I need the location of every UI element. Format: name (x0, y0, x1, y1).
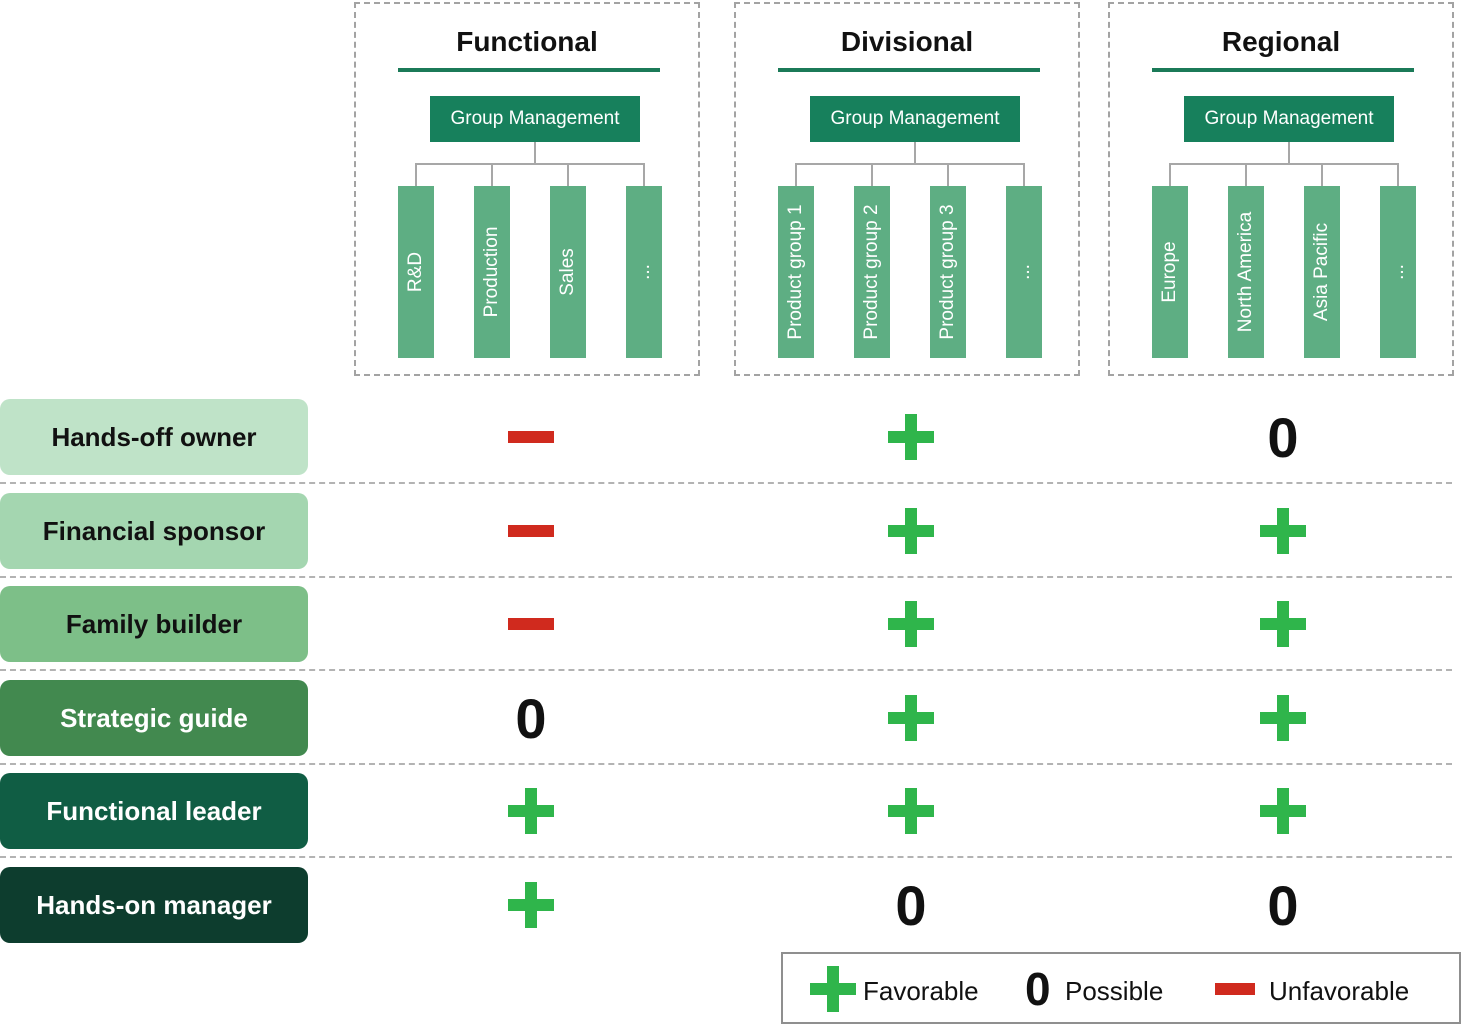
owner-type-label: Strategic guide (0, 680, 308, 756)
group-management-box: Group Management (810, 96, 1020, 142)
unit-label: R&D (405, 251, 426, 293)
connector-line (567, 163, 569, 187)
minus-icon (1211, 959, 1271, 1019)
connector-line (795, 163, 1025, 165)
legend-unfavorable-label: Unfavorable (1269, 976, 1410, 1006)
unit-box: Production (474, 186, 510, 358)
unit-label: ... (633, 264, 654, 280)
structure-title: Functional (456, 26, 598, 57)
favorable-plus-icon (881, 594, 941, 654)
possible-zero-mark: 0 (1253, 405, 1313, 469)
row-divider (0, 763, 1452, 765)
favorable-plus-icon (1253, 781, 1313, 841)
favorable-plus-icon (501, 875, 561, 935)
zero-symbol: 0 (1267, 405, 1299, 469)
favorable-plus-icon (881, 407, 941, 467)
connector-line (1321, 163, 1323, 187)
connector-line (914, 142, 916, 164)
favorable-plus-icon (881, 781, 941, 841)
structure-title: Regional (1221, 26, 1341, 57)
owner-type-label: Family builder (0, 586, 308, 662)
connector-line (491, 163, 493, 187)
possible-zero-mark: 0 (881, 873, 941, 937)
favorable-plus-icon (501, 781, 561, 841)
unit-label: Product group 3 (937, 204, 958, 340)
connector-line (947, 163, 949, 187)
possible-zero-mark: 0 (1253, 873, 1313, 937)
unit-label: Europe (1159, 241, 1180, 303)
zero-symbol: 0 (515, 686, 547, 750)
possible-zero-mark: 0 (501, 686, 561, 750)
zero-symbol: 0 (895, 873, 927, 937)
unit-label: ... (1387, 264, 1408, 280)
plus-icon (803, 959, 863, 1019)
unit-box: ... (1380, 186, 1416, 358)
connector-line (415, 163, 645, 165)
owner-type-label: Hands-off owner (0, 399, 308, 475)
connector-line (1397, 163, 1399, 187)
legend-favorable-label: Favorable (863, 976, 979, 1006)
unit-label: Production (481, 226, 502, 318)
group-management-box: Group Management (1184, 96, 1394, 142)
unit-box: ... (626, 186, 662, 358)
unit-box: Sales (550, 186, 586, 358)
zero-symbol: 0 (1025, 963, 1051, 1015)
structure-title: Divisional (840, 26, 974, 57)
owner-type-label: Hands-on manager (0, 867, 308, 943)
row-divider (0, 669, 1452, 671)
favorable-plus-icon (1253, 688, 1313, 748)
connector-line (1169, 163, 1399, 165)
owner-type-label: Functional leader (0, 773, 308, 849)
row-divider (0, 856, 1452, 858)
legend: Favorable 0 Possible Unfavorable (781, 952, 1461, 1024)
connector-line (643, 163, 645, 187)
title-rule (1152, 68, 1414, 72)
row-divider (0, 482, 1452, 484)
unit-label: North America (1235, 211, 1256, 333)
unfavorable-minus-icon (501, 407, 561, 467)
unit-label: Asia Pacific (1311, 222, 1332, 322)
favorable-plus-icon (1253, 594, 1313, 654)
unit-box: Product group 1 (778, 186, 814, 358)
connector-line (534, 142, 536, 164)
unit-box: Product group 2 (854, 186, 890, 358)
legend-possible-label: Possible (1065, 976, 1164, 1006)
favorable-plus-icon (1253, 501, 1313, 561)
unit-label: Product group 1 (785, 204, 806, 340)
connector-line (1245, 163, 1247, 187)
unit-box: Asia Pacific (1304, 186, 1340, 358)
unfavorable-minus-icon (501, 594, 561, 654)
unit-box: North America (1228, 186, 1264, 358)
unit-box: Europe (1152, 186, 1188, 358)
connector-line (415, 163, 417, 187)
unit-label: ... (1013, 264, 1034, 280)
unit-label: Sales (557, 248, 578, 296)
connector-line (1023, 163, 1025, 187)
unit-box: Product group 3 (930, 186, 966, 358)
title-rule (398, 68, 660, 72)
favorable-plus-icon (881, 688, 941, 748)
unit-label: Product group 2 (861, 204, 882, 340)
zero-symbol: 0 (1267, 873, 1299, 937)
unit-box: R&D (398, 186, 434, 358)
group-management-box: Group Management (430, 96, 640, 142)
favorable-plus-icon (881, 501, 941, 561)
row-divider (0, 576, 1452, 578)
unit-box: ... (1006, 186, 1042, 358)
owner-type-label: Financial sponsor (0, 493, 308, 569)
unfavorable-minus-icon (501, 501, 561, 561)
connector-line (871, 163, 873, 187)
connector-line (1288, 142, 1290, 164)
connector-line (795, 163, 797, 187)
title-rule (778, 68, 1040, 72)
connector-line (1169, 163, 1171, 187)
